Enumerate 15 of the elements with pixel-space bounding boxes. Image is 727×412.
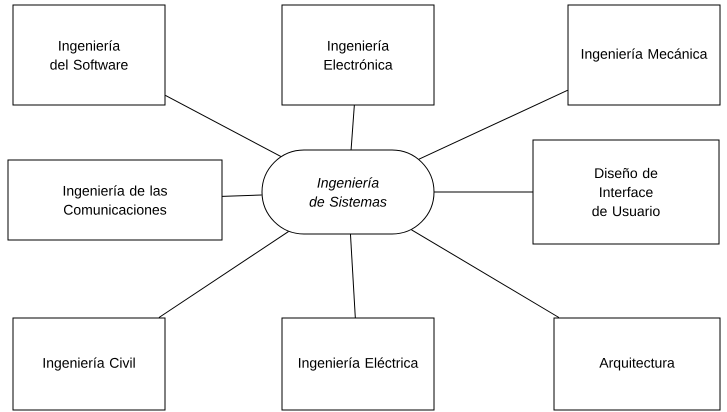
topic-box: Diseño de Interface de Usuario [532, 140, 720, 244]
connector-line [350, 105, 355, 150]
topic-box: Ingeniería Mecánica [568, 4, 721, 106]
topic-box: Ingeniería Eléctrica [282, 318, 434, 410]
connector-line [158, 231, 289, 318]
connector-line [418, 90, 568, 160]
connector-line [410, 229, 560, 318]
connector-line [165, 94, 282, 157]
topic-box: Ingeniería del Software [12, 4, 166, 106]
topic-box: Ingeniería Civil [12, 318, 166, 410]
topic-box: Ingeniería de las Comunicaciones [8, 160, 222, 240]
connector-line [222, 194, 262, 197]
topic-box: Arquitectura [554, 318, 721, 410]
connector-line [350, 234, 356, 318]
topic-box: Ingeniería Electrónica [282, 4, 434, 106]
